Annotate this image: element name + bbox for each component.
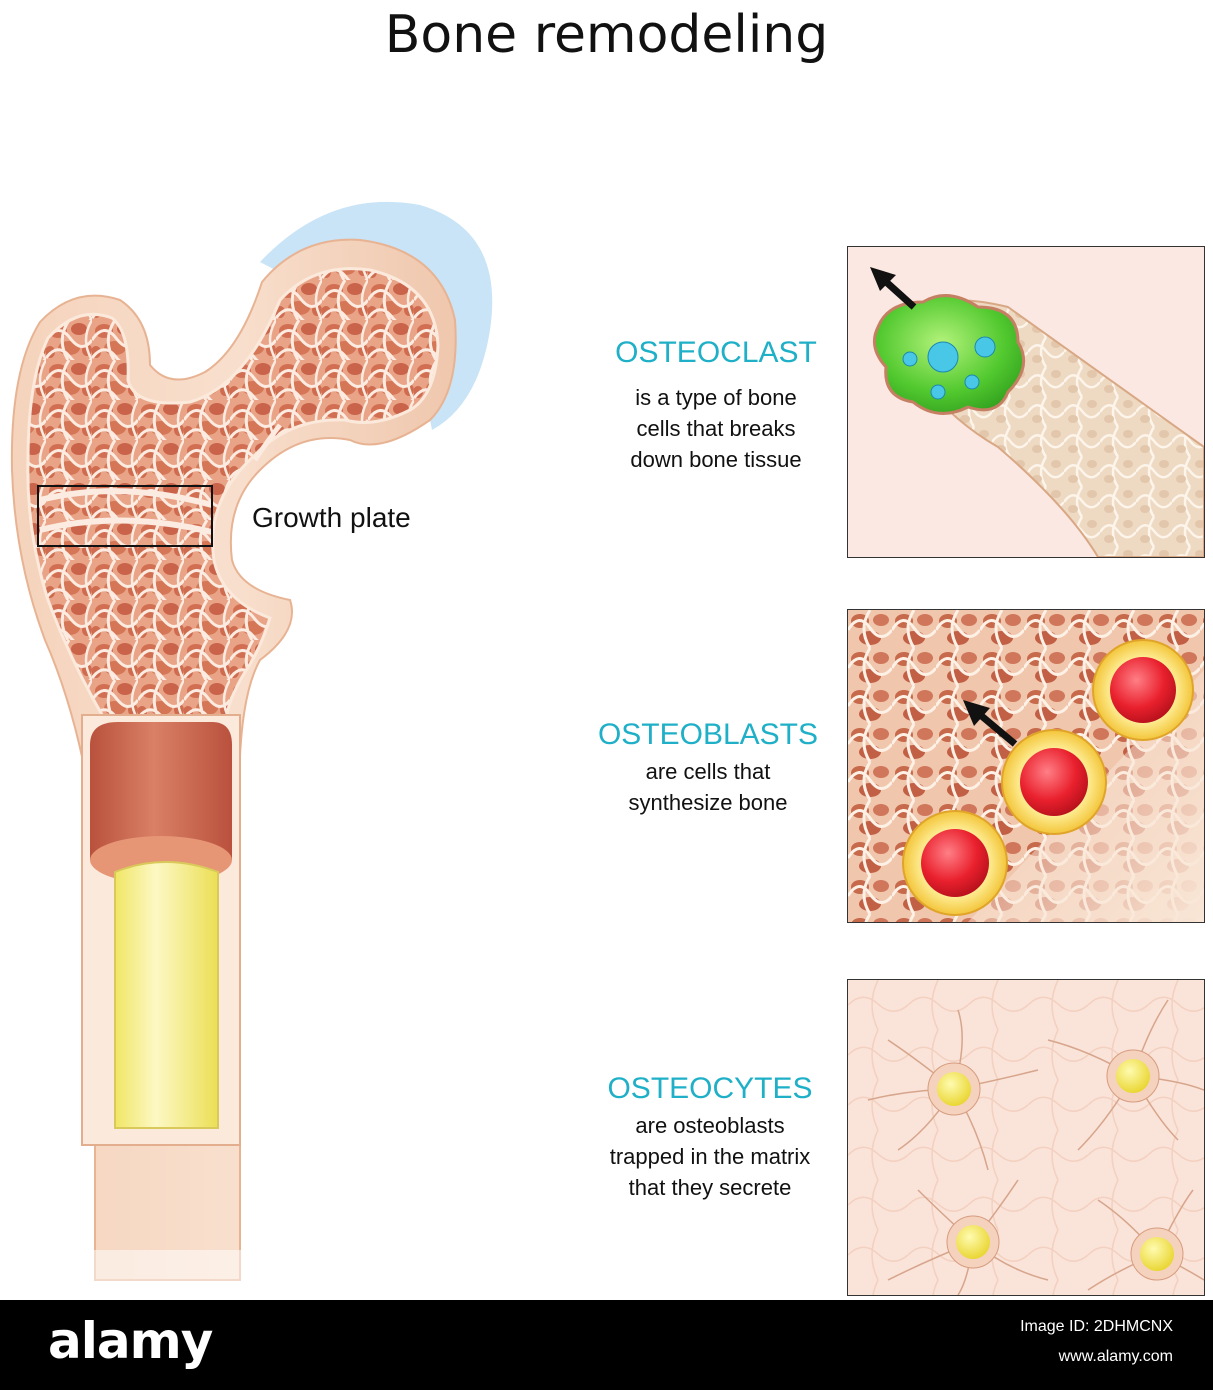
osteoblasts-description: are cells that synthesize bone bbox=[586, 756, 830, 818]
growth-plate-label: Growth plate bbox=[252, 502, 411, 533]
arrow-icon bbox=[963, 700, 990, 726]
osteocytes-panel bbox=[847, 979, 1205, 1296]
osteocytes-description-line: trapped in the matrix bbox=[609, 1144, 811, 1169]
osteoblasts-panel bbox=[847, 609, 1205, 923]
osteoclast-heading: OSTEOCLAST bbox=[615, 336, 817, 369]
femur-cross-section bbox=[10, 201, 493, 1290]
osteoblast-cell bbox=[1092, 639, 1194, 741]
image-id: Image ID: 2DHMCNX bbox=[1020, 1318, 1173, 1335]
brand-logo: alamy bbox=[48, 1312, 213, 1370]
osteoblast-cell bbox=[902, 810, 1008, 916]
osteocytes-description-line: that they secrete bbox=[628, 1175, 792, 1200]
osteocyte-cell bbox=[927, 1062, 981, 1116]
osteocytes-description-line: are osteoblasts bbox=[635, 1113, 785, 1138]
osteocyte-cell bbox=[1106, 1049, 1160, 1103]
osteocytes-illustration bbox=[848, 980, 1204, 1295]
spongy-bone bbox=[26, 267, 440, 722]
osteocyte-cell bbox=[946, 1215, 1000, 1269]
osteocytes-heading: OSTEOCYTES bbox=[607, 1072, 813, 1105]
osteoblasts-description-line: synthesize bone bbox=[628, 790, 788, 815]
osteoclast-panel bbox=[847, 246, 1205, 558]
osteoclast-description-line: cells that breaks bbox=[636, 416, 796, 441]
osteocyte-cell bbox=[1130, 1227, 1184, 1281]
osteoclast-description: is a type of bone cells that breaks down… bbox=[596, 382, 836, 475]
growth-plate-box bbox=[37, 485, 213, 547]
footer-url: www.alamy.com bbox=[1058, 1348, 1173, 1365]
osteoclast-description-line: down bone tissue bbox=[630, 447, 802, 472]
arrow-icon bbox=[870, 267, 896, 291]
osteoclast-illustration bbox=[848, 247, 1204, 557]
osteoblasts-description-line: are cells that bbox=[645, 759, 771, 784]
osteoblasts-heading: OSTEOBLASTS bbox=[597, 718, 819, 751]
osteocytes-description: are osteoblasts trapped in the matrix th… bbox=[592, 1110, 828, 1203]
red-bone-marrow bbox=[90, 722, 232, 860]
page-title: Bone remodeling bbox=[384, 5, 829, 65]
osteoclast-description-line: is a type of bone bbox=[635, 385, 797, 410]
yellow-bone-marrow bbox=[114, 861, 219, 1129]
footer-bar: alamy Image ID: 2DHMCNX www.alamy.com bbox=[0, 1300, 1213, 1390]
osteoblasts-illustration bbox=[848, 610, 1204, 922]
osteoblast-cell bbox=[1001, 729, 1107, 835]
